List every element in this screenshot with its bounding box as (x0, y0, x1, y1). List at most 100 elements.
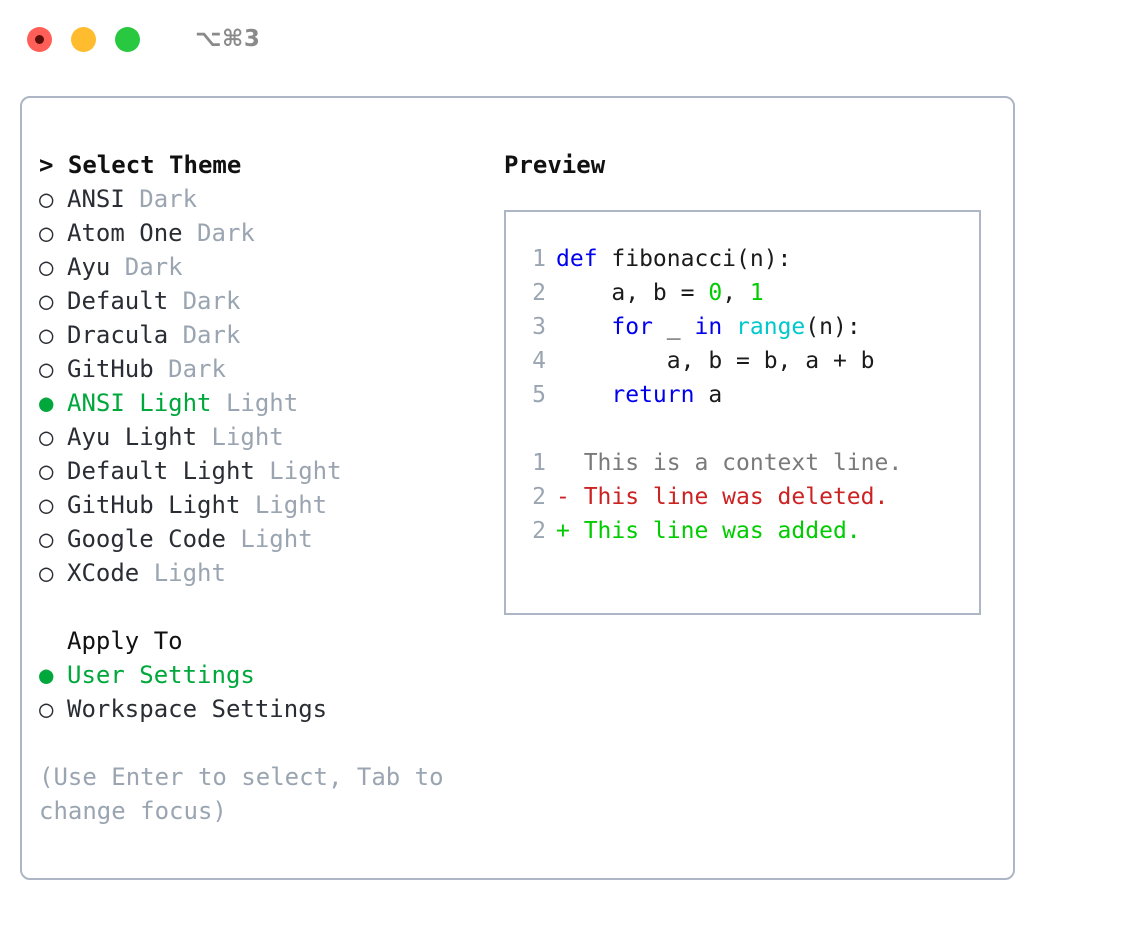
close-button[interactable] (27, 26, 52, 52)
code-token: range (736, 314, 806, 340)
radio-unselected-icon: ○ (39, 219, 54, 247)
code-token: - This line was deleted. (556, 484, 889, 510)
line-number: 2 (532, 518, 546, 544)
theme-option-variant: Light (139, 559, 226, 587)
theme-option-label: Default (67, 287, 169, 315)
code-token: , (722, 280, 750, 306)
theme-option-variant: Light (254, 457, 342, 485)
theme-option-variant: Dark (168, 287, 241, 315)
line-number: 2 (532, 280, 546, 306)
theme-option-variant: Light (197, 423, 284, 451)
apply-to-option-label: User Settings (67, 661, 255, 689)
window-controls (27, 26, 140, 52)
theme-option-default-light[interactable]: ○ Default Light Light (39, 454, 492, 488)
preview-header: Preview (504, 151, 606, 179)
code-line: 3 for _ in range(n): (506, 310, 979, 344)
apply-to-option-list: ● User Settings ○ Workspace Settings (39, 658, 492, 726)
keyboard-shortcut-label: ⌥⌘3 (195, 26, 261, 52)
code-token: def (556, 246, 612, 272)
radio-unselected-icon: ○ (39, 491, 54, 519)
theme-option-variant: Dark (182, 219, 255, 247)
code-token: in (694, 314, 723, 340)
radio-unselected-icon: ○ (39, 321, 54, 349)
apply-to-option-label: Workspace Settings (67, 695, 328, 723)
theme-option-label: Dracula (67, 321, 169, 349)
radio-selected-icon: ● (39, 661, 54, 689)
line-number: 5 (532, 382, 546, 408)
theme-option-variant: Light (225, 525, 313, 553)
radio-unselected-icon: ○ (39, 457, 54, 485)
theme-option-label: Ayu Light (67, 423, 198, 451)
theme-option-google-code[interactable]: ○Google Code Light (39, 522, 492, 556)
window-titlebar: ⌥⌘3 (0, 0, 1140, 78)
theme-option-variant: Dark (168, 321, 241, 349)
code-token: fibonacci(n): (611, 246, 792, 272)
theme-option-dracula[interactable]: ○ Dracula Dark (39, 318, 492, 352)
code-line: 1 def fibonacci(n): (506, 242, 979, 276)
theme-option-label: Default Light (67, 457, 255, 485)
theme-option-label: Atom One (67, 219, 183, 247)
main-frame: > Select Theme ○ANSI Dark○Atom One Dark○… (20, 96, 1015, 880)
code-token: return (611, 382, 695, 408)
diff-line: 1 This is a context line. (506, 446, 979, 480)
line-number: 1 (532, 246, 546, 272)
theme-option-label: Ayu (67, 253, 111, 281)
apply-to-header: Apply To (67, 627, 183, 655)
theme-option-ansi[interactable]: ○ ANSI Dark (39, 182, 492, 216)
theme-selection-panel: > Select Theme ○ANSI Dark○Atom One Dark○… (22, 98, 492, 878)
theme-option-variant: Dark (153, 355, 226, 383)
radio-selected-icon: ● (39, 389, 54, 417)
radio-unselected-icon: ○ (39, 287, 54, 315)
apply-to-option-workspace-settings[interactable]: ○ Workspace Settings (39, 692, 492, 726)
line-number: 1 (532, 450, 546, 476)
theme-option-github[interactable]: ○ GitHub Dark (39, 352, 492, 386)
theme-option-github-light[interactable]: ○ GitHub Light Light (39, 488, 492, 522)
theme-option-variant: Dark (124, 185, 198, 213)
theme-option-variant: Light (240, 491, 328, 519)
code-token (722, 314, 736, 340)
line-number: 2 (532, 484, 546, 510)
select-theme-header: > Select Theme (39, 151, 242, 179)
code-token: a, b = (556, 280, 709, 306)
code-token: a (694, 382, 723, 408)
code-token: 1 (749, 280, 764, 306)
radio-unselected-icon: ○ (39, 355, 54, 383)
code-token (556, 382, 611, 408)
theme-option-xcode[interactable]: ○XCode Light (39, 556, 492, 590)
line-number: 4 (532, 348, 546, 374)
theme-option-label: GitHub (67, 355, 154, 383)
code-token: + This line was added. (556, 518, 861, 544)
code-token: _ (652, 314, 695, 340)
code-token: a, b = b, a + b (556, 348, 875, 374)
code-line: 5 return a (506, 378, 979, 412)
diff-line: 2 + This line was added. (506, 514, 979, 548)
theme-option-ayu-light[interactable]: ○Ayu Light Light (39, 420, 492, 454)
radio-unselected-icon: ○ (39, 525, 54, 553)
apply-to-option-user-settings[interactable]: ● User Settings (39, 658, 492, 692)
keyboard-hint-text: (Use Enter to select, Tab to change focu… (39, 763, 459, 825)
radio-unselected-icon: ○ (39, 253, 54, 281)
theme-option-label: ANSI (67, 185, 125, 213)
radio-unselected-icon: ○ (39, 559, 54, 587)
code-token: This is a context line. (556, 450, 903, 476)
code-line: 2 a, b = 0, 1 (506, 276, 979, 310)
code-token (556, 314, 611, 340)
theme-option-atom-one[interactable]: ○ Atom One Dark (39, 216, 492, 250)
maximize-button[interactable] (115, 26, 140, 52)
code-token: for (611, 314, 653, 340)
radio-unselected-icon: ○ (39, 185, 54, 213)
theme-option-variant: Light (211, 389, 299, 417)
theme-option-list: ○ ANSI Dark ○ Atom One Dark ○ Ayu Dark ○ Defaul… (39, 182, 492, 590)
theme-option-ansi-light[interactable]: ● ANSI Light Light (39, 386, 492, 420)
theme-option-label: GitHub Light (67, 491, 241, 519)
theme-option-default[interactable]: ○ Default Dark (39, 284, 492, 318)
minimize-button[interactable] (71, 26, 96, 52)
code-line: 4 a, b = b, a + b (506, 344, 979, 378)
radio-unselected-icon: ○ (39, 695, 54, 723)
theme-option-ayu[interactable]: ○Ayu Dark (39, 250, 492, 284)
theme-option-label: ANSI Light (67, 389, 212, 417)
